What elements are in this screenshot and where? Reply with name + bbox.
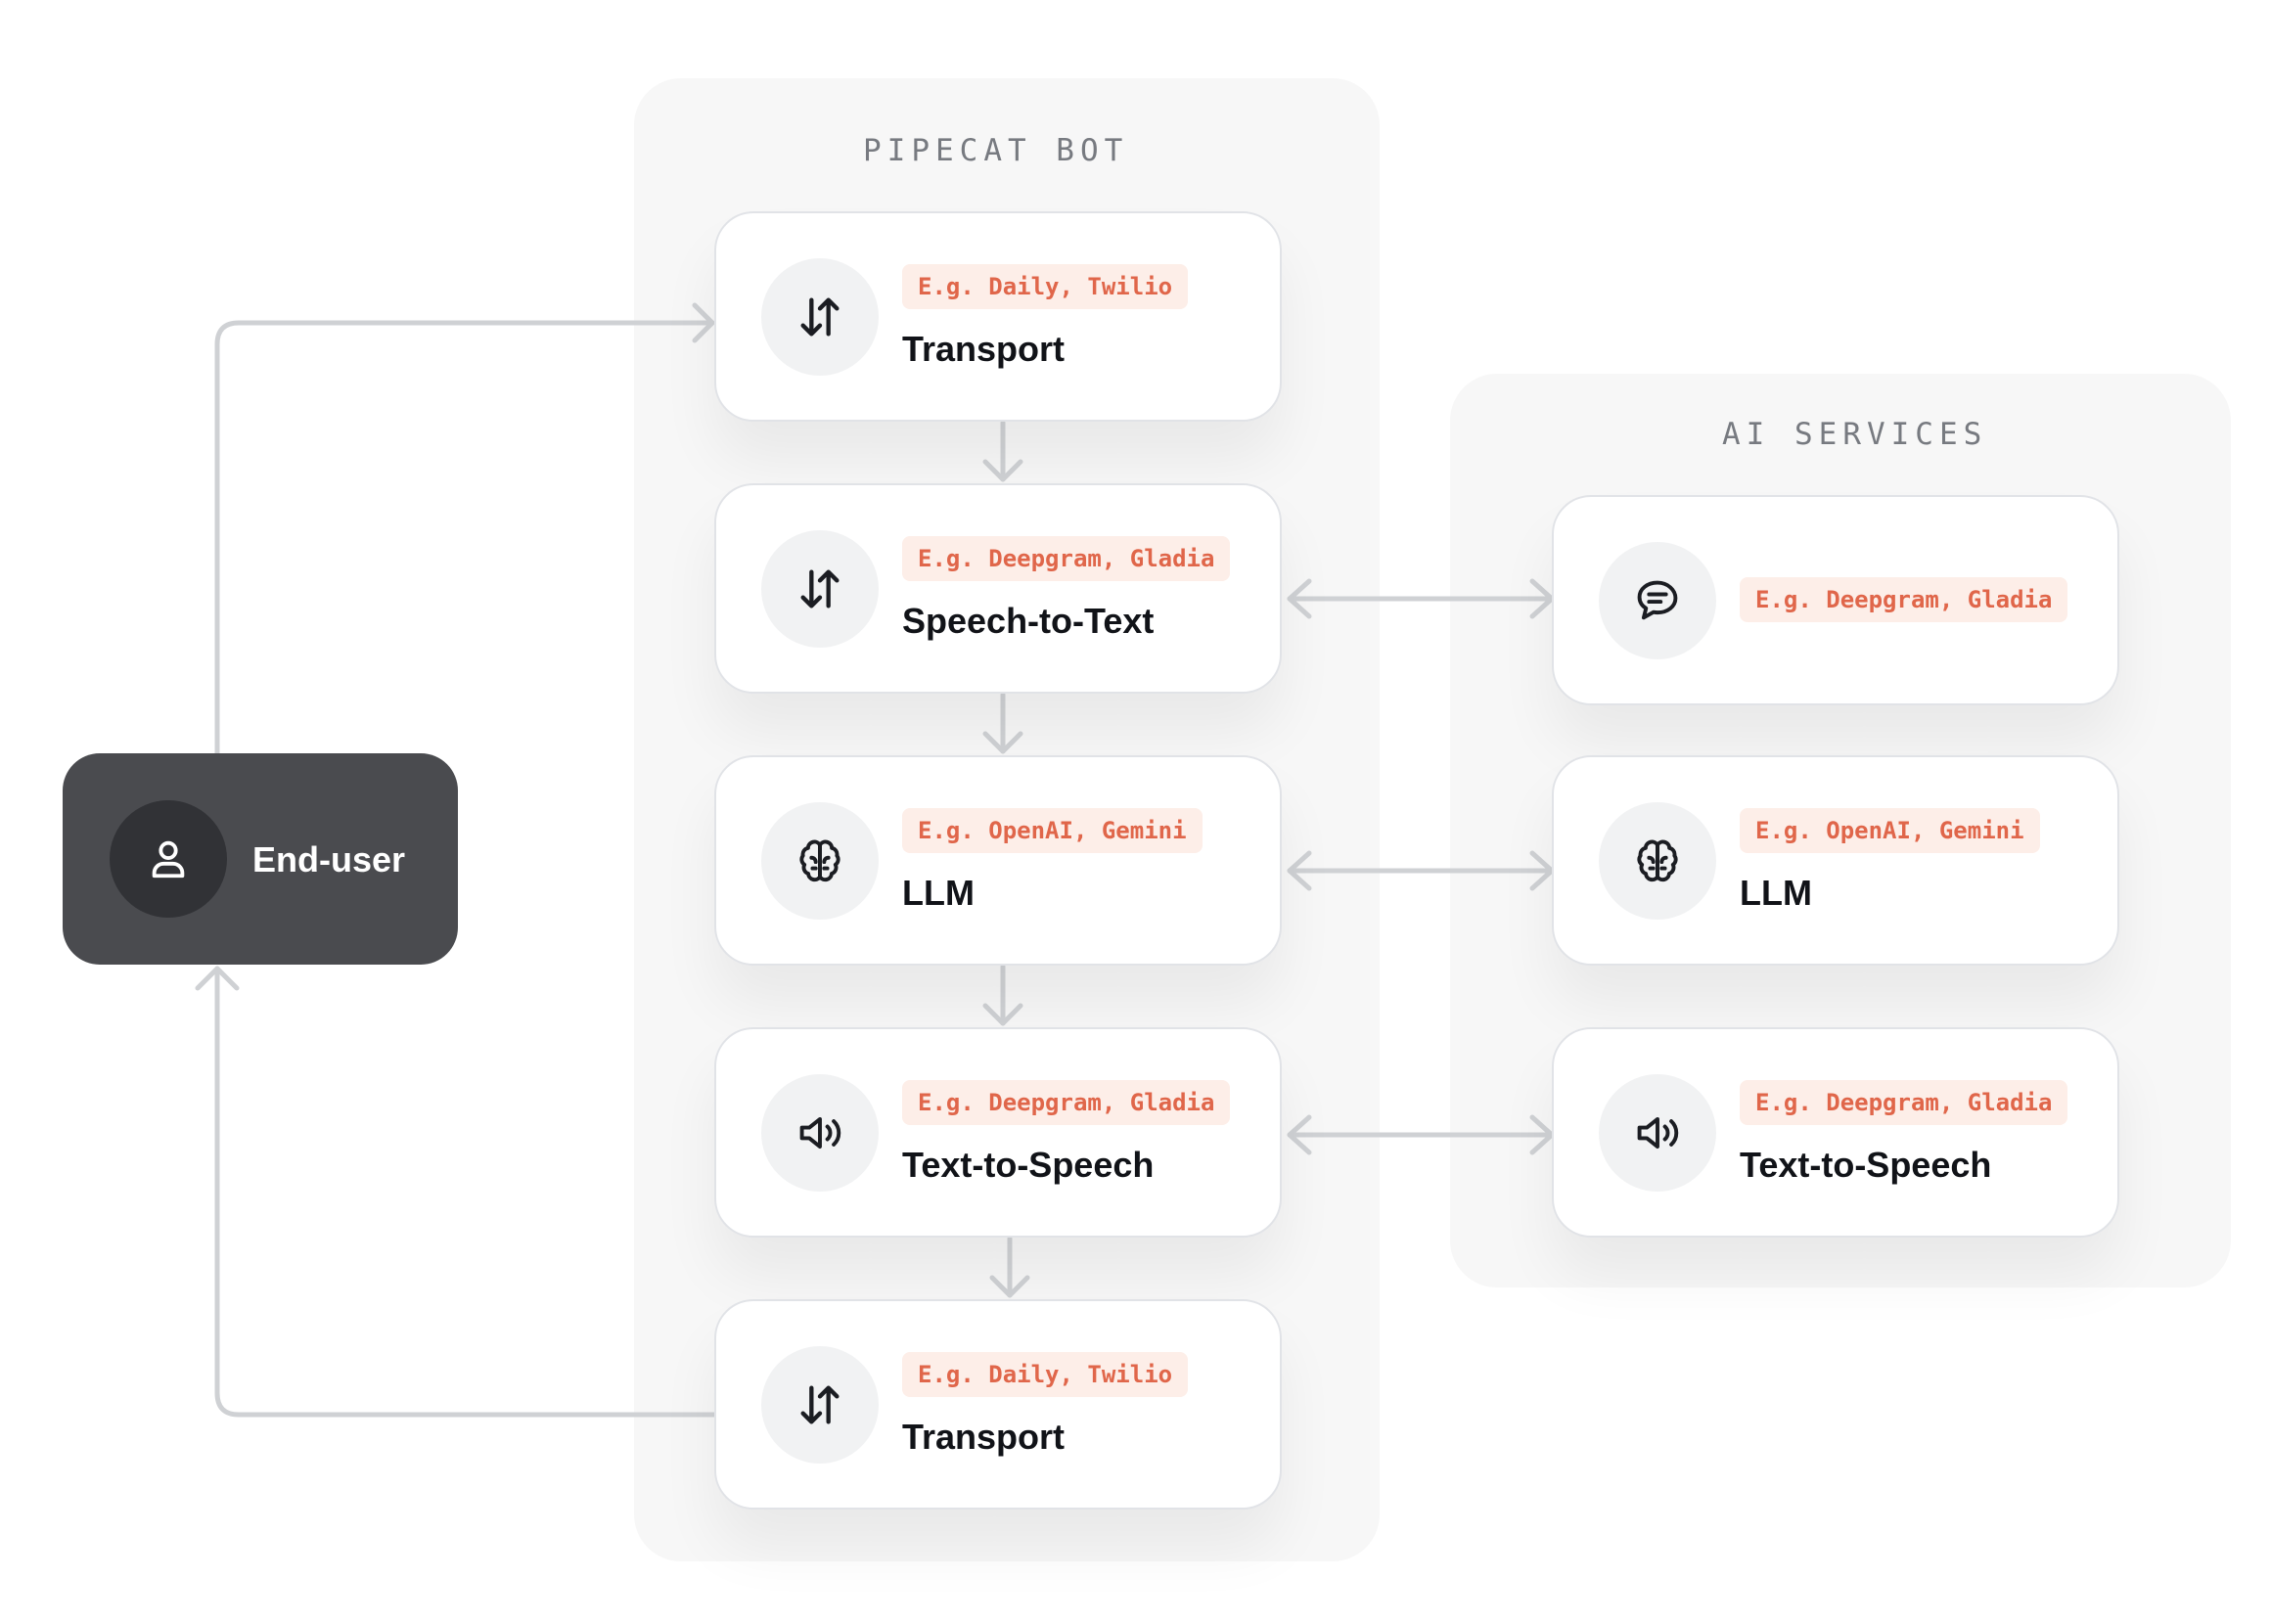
speaker-icon xyxy=(799,1116,841,1150)
user-icon xyxy=(152,840,185,879)
icon-circle xyxy=(1599,542,1716,659)
provider-tag: E.g. Deepgram, Gladia xyxy=(902,1080,1231,1125)
pipeline-tts-card: E.g. Deepgram, Gladia Text-to-Speech xyxy=(714,1027,1282,1238)
provider-tag: E.g. OpenAI, Gemini xyxy=(1740,808,2040,853)
icon-circle xyxy=(1599,1074,1716,1192)
icon-circle xyxy=(761,1346,879,1464)
end-user-avatar xyxy=(110,800,227,918)
arrows-up-down-icon xyxy=(800,1385,840,1424)
connector-transport-to-enduser xyxy=(214,966,717,1418)
card-title: LLM xyxy=(1740,873,1812,913)
icon-circle xyxy=(761,802,879,920)
arrowhead-llm xyxy=(982,731,1023,754)
icon-circle xyxy=(1599,802,1716,920)
card-title: Transport xyxy=(902,329,1066,369)
service-llm-card: E.g. OpenAI, Gemini LLM xyxy=(1552,755,2119,966)
arrowhead-enduser-in xyxy=(195,966,240,991)
card-title: Transport xyxy=(902,1417,1066,1457)
provider-tag: E.g. Deepgram, Gladia xyxy=(1740,1080,2068,1125)
arrowhead-tts xyxy=(982,1003,1023,1026)
card-title: Text-to-Speech xyxy=(1740,1145,1992,1185)
pipecat-bot-label: PIPECAT BOT xyxy=(863,133,1129,168)
icon-circle xyxy=(761,1074,879,1192)
icon-circle xyxy=(761,530,879,648)
ai-services-label: AI SERVICES xyxy=(1722,417,1988,452)
arrowhead-stt xyxy=(982,459,1023,482)
arrows-up-down-icon xyxy=(800,297,840,337)
service-stt-card: E.g. Deepgram, Gladia xyxy=(1552,495,2119,705)
pipeline-stt-card: E.g. Deepgram, Gladia Speech-to-Text xyxy=(714,483,1282,694)
end-user-node: End-user xyxy=(63,753,458,965)
arrowhead-transport-in xyxy=(692,302,715,343)
provider-tag: E.g. Deepgram, Gladia xyxy=(902,536,1231,581)
connector-enduser-to-transport xyxy=(214,320,715,756)
pipeline-transport-in-card: E.g. Daily, Twilio Transport xyxy=(714,211,1282,422)
provider-tag: E.g. Daily, Twilio xyxy=(902,1352,1189,1397)
provider-tag: E.g. Daily, Twilio xyxy=(902,264,1189,309)
pipeline-transport-out-card: E.g. Daily, Twilio Transport xyxy=(714,1299,1282,1510)
service-tts-card: E.g. Deepgram, Gladia Text-to-Speech xyxy=(1552,1027,2119,1238)
arrows-up-down-icon xyxy=(800,569,840,609)
pipeline-llm-card: E.g. OpenAI, Gemini LLM xyxy=(714,755,1282,966)
speaker-icon xyxy=(1637,1116,1679,1150)
provider-tag: E.g. OpenAI, Gemini xyxy=(902,808,1203,853)
provider-tag: E.g. Deepgram, Gladia xyxy=(1740,577,2068,622)
card-title: LLM xyxy=(902,873,975,913)
brain-icon xyxy=(799,839,840,882)
arrowhead-transport-out xyxy=(989,1275,1030,1298)
chat-bubble-icon xyxy=(1637,580,1678,620)
card-title: Text-to-Speech xyxy=(902,1145,1155,1185)
icon-circle xyxy=(761,258,879,376)
end-user-label: End-user xyxy=(252,839,406,880)
brain-icon xyxy=(1637,839,1678,882)
card-title: Speech-to-Text xyxy=(902,601,1155,641)
